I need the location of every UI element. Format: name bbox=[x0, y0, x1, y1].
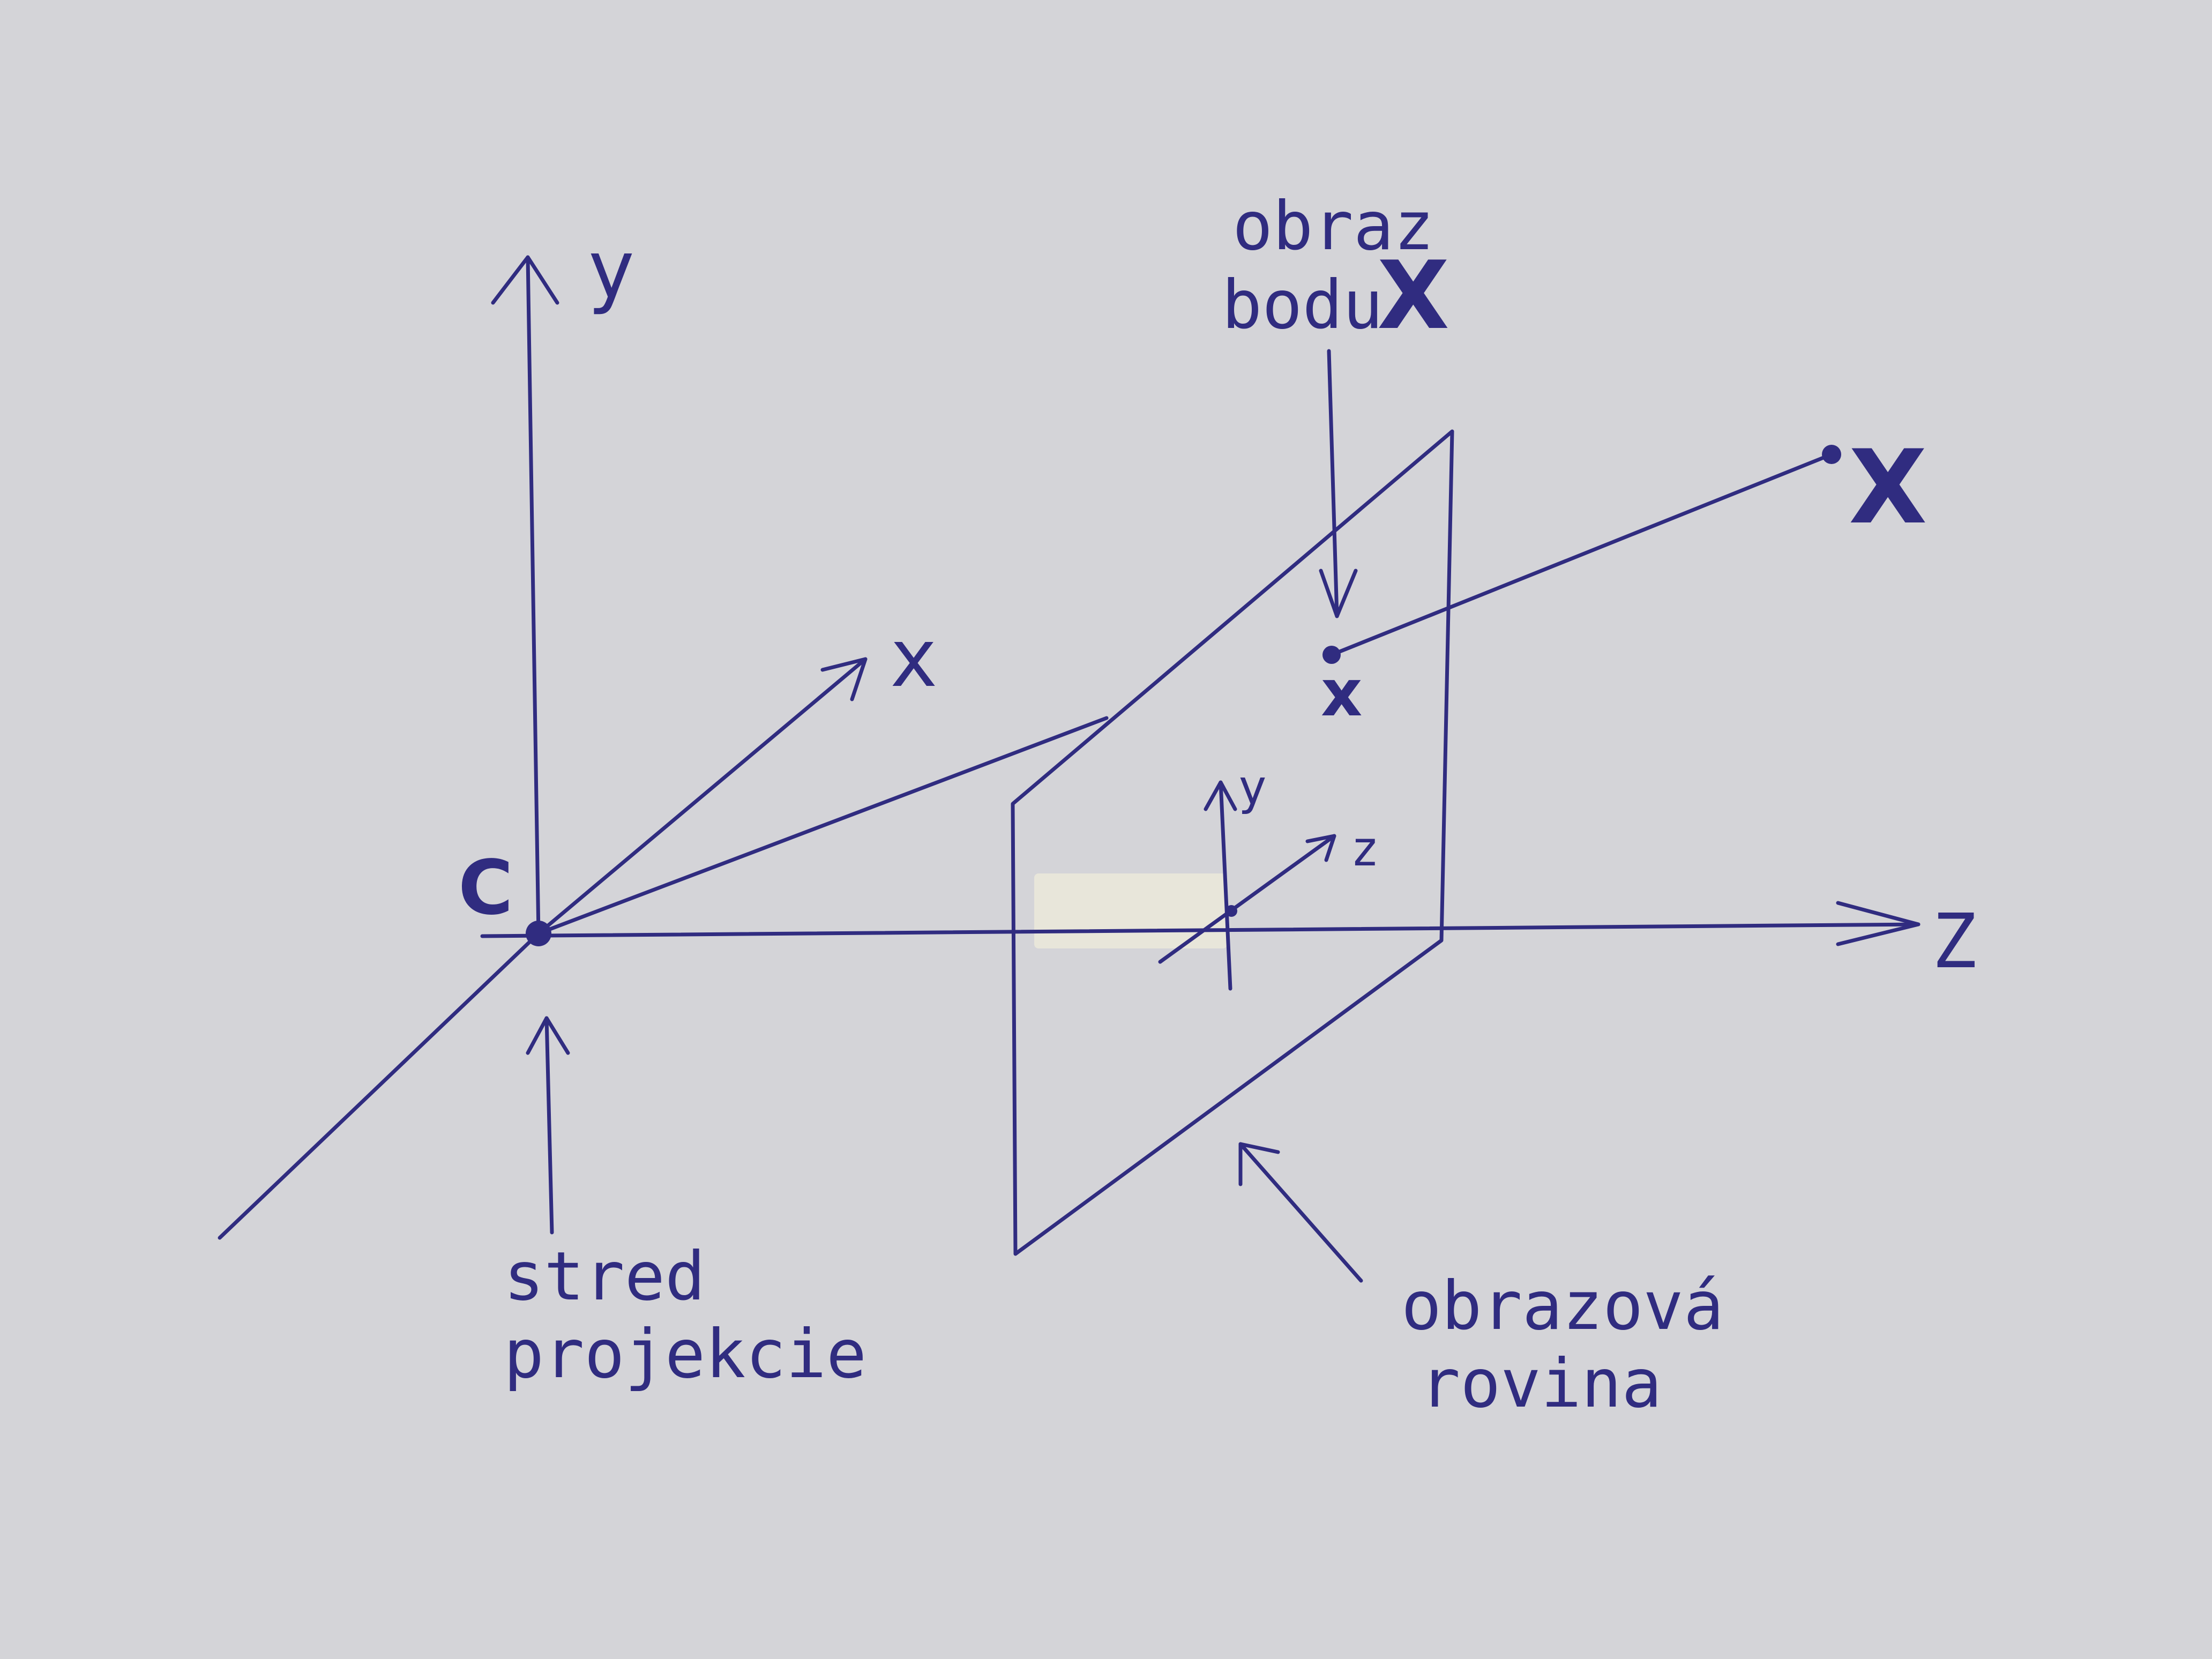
image-point-pointer-head bbox=[1319, 569, 1358, 618]
z-axis-line bbox=[480, 922, 1920, 938]
image-plane-caption-line2: rovina bbox=[1420, 1345, 1662, 1423]
y-axis-line bbox=[526, 255, 541, 937]
image-of-point-label-line1: obraz bbox=[1232, 188, 1434, 265]
projection-center-pointer bbox=[544, 1016, 554, 1235]
world-point-dot bbox=[1822, 445, 1841, 464]
depth-axis-line bbox=[218, 931, 541, 1240]
image-point-label: x bbox=[1321, 656, 1362, 731]
image-plane bbox=[1011, 429, 1454, 1256]
z-axis-label: Z bbox=[1932, 898, 1977, 985]
projection-ray-to-world-point bbox=[1329, 452, 1834, 657]
x-axis-label: x bbox=[890, 612, 938, 705]
image-plane-pointer-head bbox=[1238, 1142, 1280, 1186]
image-plane-z-arrowhead bbox=[1305, 834, 1336, 862]
image-of-point-symbol: X bbox=[1377, 242, 1449, 350]
image-plane-y-arrowhead bbox=[1204, 780, 1237, 811]
projection-ray bbox=[536, 716, 1109, 936]
projection-center-caption-line1: stred bbox=[504, 1238, 705, 1316]
projection-center-dot bbox=[526, 921, 551, 946]
image-plane-pointer bbox=[1238, 1142, 1363, 1283]
projection-center-caption-line2: projekcie bbox=[504, 1316, 866, 1393]
image-of-point-label-line2: bodu bbox=[1222, 266, 1383, 344]
z-axis-arrowhead bbox=[1836, 901, 1920, 946]
image-plane-caption-line1: obrazová bbox=[1401, 1267, 1724, 1345]
image-plane-z-label: z bbox=[1350, 821, 1379, 877]
y-axis-label: y bbox=[587, 223, 635, 317]
principal-point bbox=[1225, 905, 1237, 917]
x-axis-arrowhead bbox=[820, 657, 868, 701]
projection-center-label: C bbox=[458, 845, 513, 932]
image-plane-y-label: y bbox=[1238, 759, 1267, 816]
projection-center-pointer-head bbox=[526, 1016, 570, 1055]
image-point-pointer bbox=[1327, 349, 1339, 618]
x-axis-line bbox=[536, 657, 868, 936]
tape-strip bbox=[1034, 873, 1227, 948]
image-point-dot bbox=[1322, 646, 1341, 664]
y-axis-arrowhead bbox=[491, 255, 559, 305]
image-plane-z-axis bbox=[1158, 834, 1336, 964]
image-plane-y-axis bbox=[1219, 780, 1232, 991]
world-point-label: X bbox=[1849, 428, 1927, 547]
